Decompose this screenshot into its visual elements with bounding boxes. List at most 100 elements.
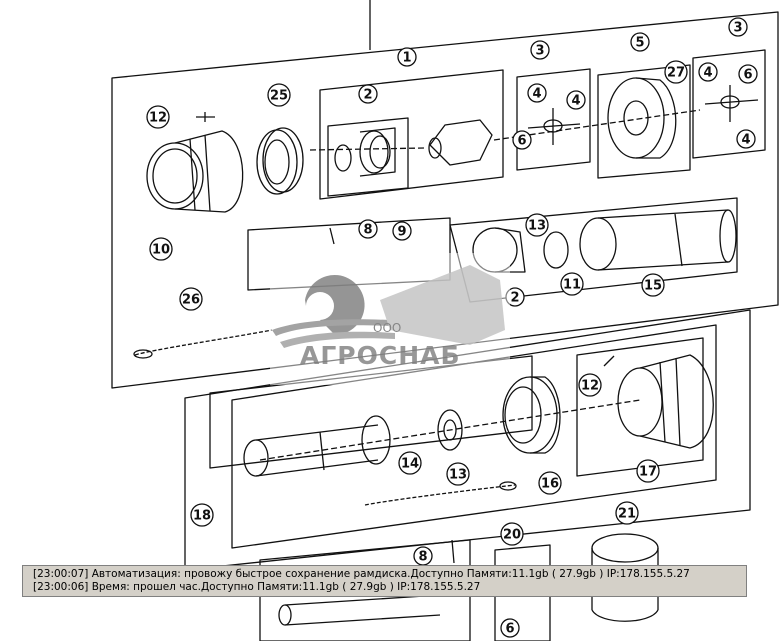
callout-circle [664,60,688,84]
callout-number: 14 [401,457,419,472]
callout-number: 6 [743,68,752,83]
group-box-3b [692,49,766,159]
callout-number: 10 [152,243,170,258]
callout-c9: 9 [392,221,412,241]
callout-number: 15 [644,279,662,294]
callout-circle [630,32,650,52]
callout-number: 13 [528,219,546,234]
callout-c12a: 12 [146,105,170,129]
callout-c4b: 4 [566,90,586,110]
callout-number: 4 [571,94,580,109]
callout-number: 11 [563,278,581,293]
callout-circle [146,105,170,129]
callout-circle [566,90,586,110]
callout-circle [615,501,639,525]
callout-number: 25 [270,89,288,104]
callout-c14: 14 [398,451,422,475]
callout-number: 1 [402,51,411,66]
callout-number: 2 [363,88,372,103]
watermark-prefix: ООО [373,321,401,335]
callout-number: 27 [667,66,685,81]
part-10-guard [146,130,244,213]
callout-circle [358,219,378,239]
callout-circle [397,47,417,67]
callout-circle [267,83,291,107]
callout-c12b: 12 [578,373,602,397]
callout-c11: 11 [560,272,584,296]
callout-circle [728,17,748,37]
callout-c17: 17 [636,459,660,483]
log-line: [23:00:06] Время: прошел час.Доступно Па… [33,581,481,593]
callout-circle [392,221,412,241]
callout-circle [149,237,173,261]
callout-c4a: 4 [527,83,547,103]
callout-circle [641,273,665,297]
callout-number: 3 [535,44,544,59]
callout-circle [179,287,203,311]
watermark: ООО АГРОСНАБ [270,253,510,385]
callout-c5: 5 [630,32,650,52]
callout-number: 20 [503,528,521,543]
callout-circle [530,40,550,60]
callout-circle [525,213,549,237]
callout-c13a: 13 [525,213,549,237]
callout-circle [636,459,660,483]
callout-circle [505,287,525,307]
callout-number: 13 [449,468,467,483]
callout-number: 17 [639,465,657,480]
callout-number: 6 [505,622,514,637]
callout-c4d: 4 [736,129,756,149]
callout-circle [698,62,718,82]
callout-number: 16 [541,477,559,492]
callout-circle [578,373,602,397]
group-box-18 [231,324,717,549]
callout-number: 8 [418,550,427,565]
callout-c2b: 2 [505,287,525,307]
callout-c4c: 4 [698,62,718,82]
callout-number: 18 [193,509,211,524]
group-box-5 [597,64,691,179]
callout-circle [738,64,758,84]
status-log-panel: [23:00:07] Автоматизация: провожу быстро… [22,565,747,597]
callout-number: 12 [149,111,167,126]
callout-number: 12 [581,379,599,394]
part-25-ring [256,127,304,195]
callout-circle [736,129,756,149]
callout-c26: 26 [179,287,203,311]
callout-number: 3 [733,21,742,36]
log-line: [23:00:07] Автоматизация: провожу быстро… [33,568,690,580]
callout-number: 6 [517,134,526,149]
callout-c8b: 8 [413,546,433,566]
callout-number: 9 [397,225,406,240]
callout-c18: 18 [190,503,214,527]
callout-number: 8 [363,223,372,238]
callout-circle [358,84,378,104]
callout-number: 4 [532,87,541,102]
callout-circle [500,522,524,546]
callout-circle [190,503,214,527]
callout-c8a: 8 [358,219,378,239]
group-box-1 [319,69,504,200]
callout-c25: 25 [267,83,291,107]
callout-c15: 15 [641,273,665,297]
panel-lower [184,309,751,571]
callout-circle [512,130,532,150]
callout-number: 5 [635,36,644,51]
callout-c3b: 3 [728,17,748,37]
callout-circle [560,272,584,296]
callout-c6c: 6 [500,618,520,638]
callout-c27: 27 [664,60,688,84]
callout-circle [527,83,547,103]
callout-number: 4 [741,133,750,148]
callout-c10: 10 [149,237,173,261]
watermark-brand: АГРОСНАБ [300,341,461,370]
callout-c3a: 3 [530,40,550,60]
callout-number: 21 [618,507,636,522]
callout-circle [538,471,562,495]
callout-c1: 1 [397,47,417,67]
callout-c2a: 2 [358,84,378,104]
callout-number: 2 [510,291,519,306]
callout-c6b: 6 [738,64,758,84]
